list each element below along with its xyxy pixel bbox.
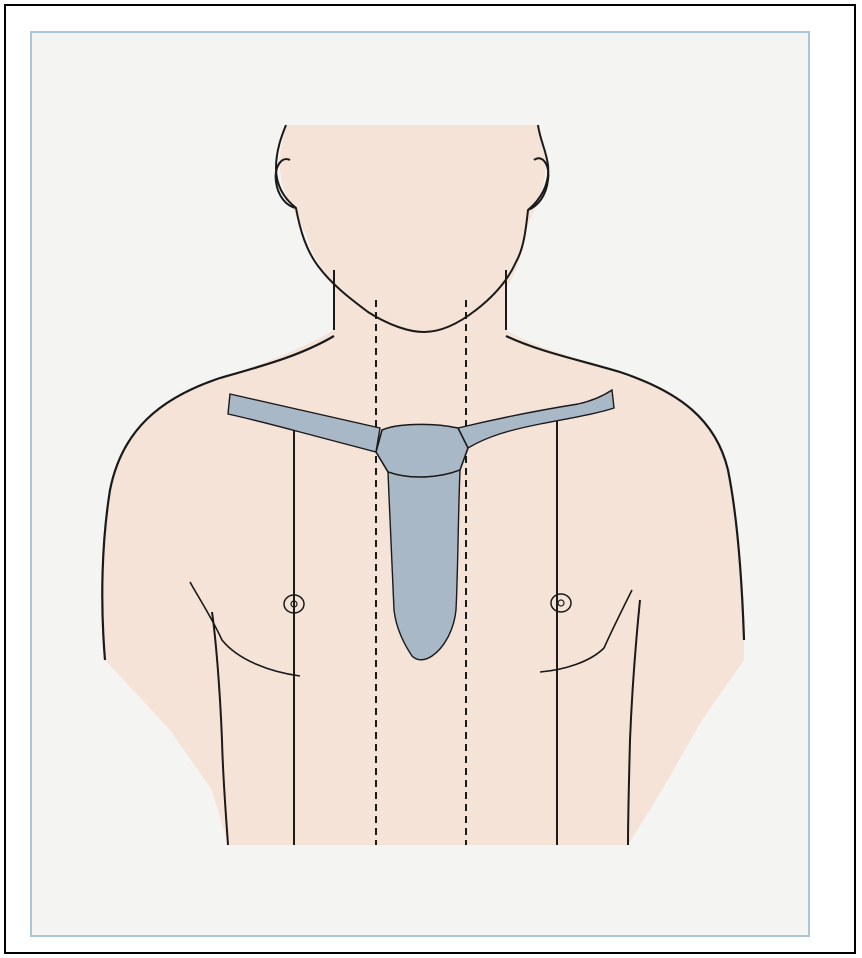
sternal-body-region bbox=[388, 470, 460, 660]
manubrium-region bbox=[376, 424, 468, 477]
